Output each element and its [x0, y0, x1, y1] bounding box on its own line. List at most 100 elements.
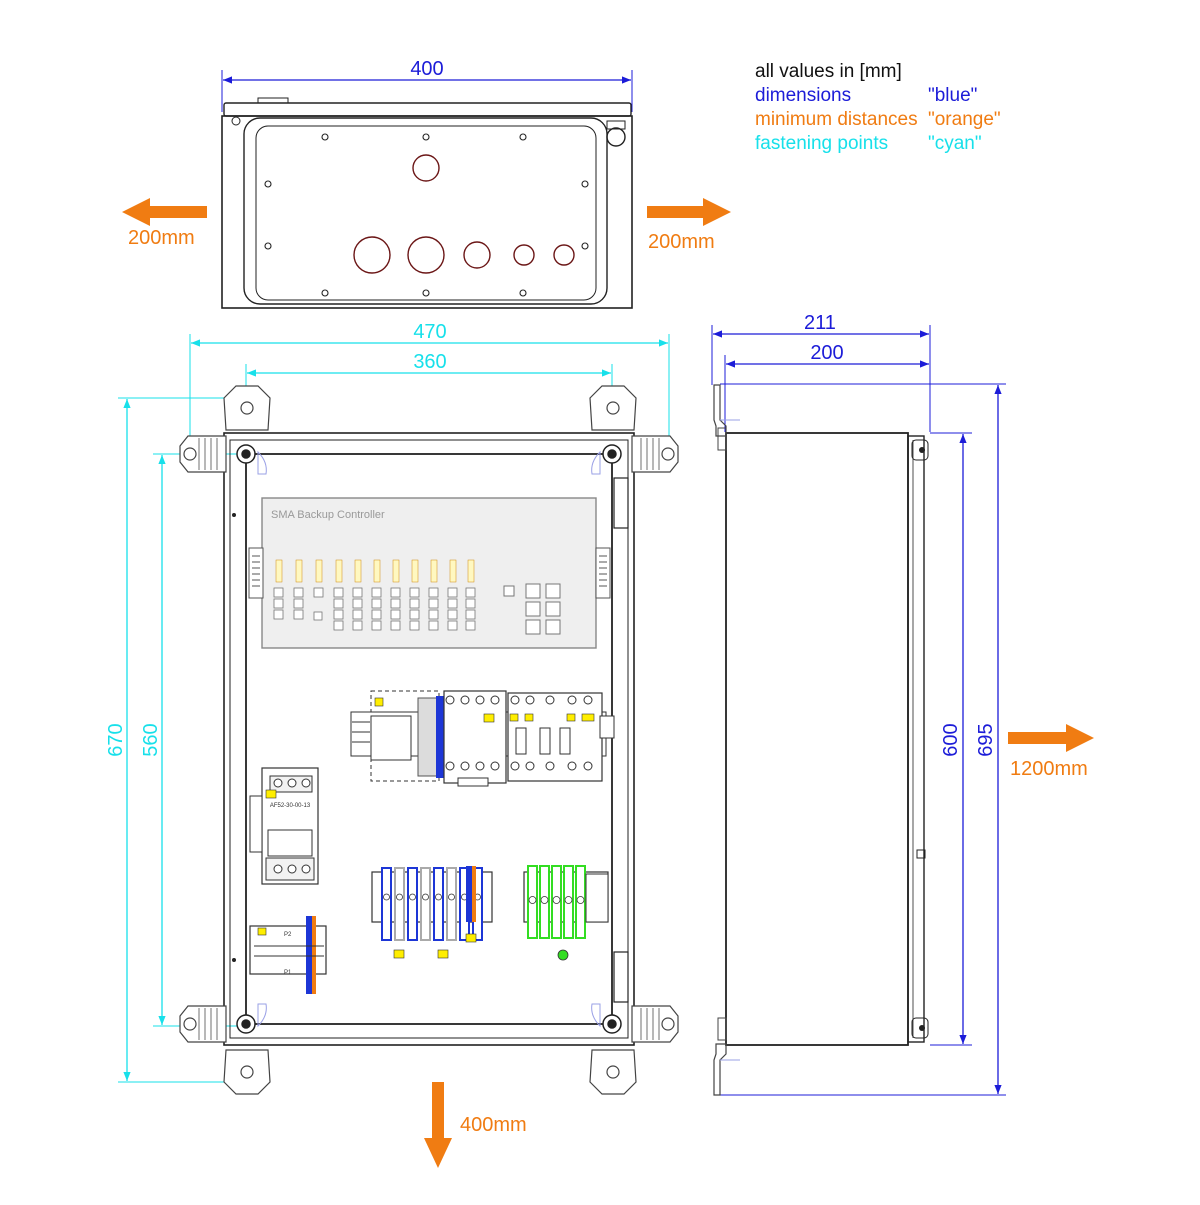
controller-terminal-slot — [465, 620, 476, 631]
legend-title: all values in [mm] — [755, 61, 902, 82]
controller-terminal-slot — [371, 620, 382, 631]
terminal-block — [407, 867, 418, 941]
mounting-bracket-bottom-left — [179, 1005, 271, 1095]
din-screw-top — [545, 695, 555, 705]
front-width-fastening-label: 360 — [413, 351, 446, 373]
din-screw-bottom — [525, 761, 535, 771]
controller-terminal-slot — [273, 609, 284, 620]
terminal-strip-green — [523, 865, 609, 961]
controller-terminal-slot — [273, 598, 284, 609]
green-terminal-blocks — [527, 865, 609, 939]
corner-fastening-holes — [236, 444, 622, 1034]
controller-terminal-slot — [447, 587, 458, 598]
din-screw-top — [567, 695, 577, 705]
terminal-block — [420, 867, 431, 941]
controller-terminal-blocks — [273, 559, 476, 631]
breaker-toggle — [559, 727, 571, 755]
mounting-plate — [245, 453, 613, 1025]
controller-terminal-tag — [392, 559, 400, 583]
top-width-label: 400 — [410, 58, 443, 80]
din-screw-top — [510, 695, 520, 705]
controller-terminal-slot — [428, 598, 439, 609]
controller-terminal-slot — [465, 609, 476, 620]
green-terminal-screw — [564, 896, 573, 904]
terminal-strip-blocks — [381, 866, 483, 941]
controller-terminal-tag — [430, 559, 438, 583]
green-terminal-screw — [528, 896, 537, 904]
front-view: SMA Backup Controller — [179, 385, 679, 1095]
din-screw-bottom — [583, 761, 593, 771]
terminal-screw — [396, 893, 403, 901]
controller-terminal-slot — [465, 587, 476, 598]
controller-terminal-slot — [390, 598, 401, 609]
terminal-screw — [435, 893, 442, 901]
front-width-outer-label: 470 — [413, 321, 446, 343]
controller-terminal-slot — [428, 587, 439, 598]
controller-terminal-tag — [335, 559, 343, 583]
mounting-bracket-bottom-right — [589, 1005, 679, 1095]
controller-terminal-slot — [409, 609, 420, 620]
legend-dimensions-label: dimensions — [755, 85, 852, 106]
terminal-block — [446, 867, 457, 941]
din-screw-top — [445, 695, 455, 705]
terminal-block — [381, 867, 392, 941]
controller-terminal-tag — [275, 559, 283, 583]
controller-terminal-slot — [465, 598, 476, 609]
controller-terminal-slot — [333, 620, 344, 631]
din-screw-bottom — [567, 761, 577, 771]
controller-terminal-slot — [352, 609, 363, 620]
controller-terminal-tag — [315, 559, 323, 583]
din-screw-bottom — [510, 761, 520, 771]
side-door — [907, 435, 925, 1043]
din-screw-top — [460, 695, 470, 705]
din-screw-top — [525, 695, 535, 705]
side-height-total-label: 695 — [975, 723, 997, 756]
legend-min-distances-value: "orange" — [928, 109, 1001, 130]
controller-terminal-slot — [409, 587, 420, 598]
top-screw-points — [264, 133, 589, 297]
din-screw-top — [475, 695, 485, 705]
din-screw-bottom — [445, 761, 455, 771]
cable-entry-holes — [353, 154, 575, 274]
terminal-screw — [448, 893, 455, 901]
legend-min-distances-label: minimum distances — [755, 109, 918, 130]
controller-terminal-slot — [428, 620, 439, 631]
controller-terminal-slot — [447, 620, 458, 631]
front-height-dimensions — [118, 397, 240, 1083]
controller-terminal-tag — [449, 559, 457, 583]
terminal-end-plate — [472, 866, 476, 922]
side-height-body-label: 600 — [940, 723, 962, 756]
controller-terminal-slot — [390, 609, 401, 620]
side-view — [711, 325, 1006, 1096]
controller-terminal-slot — [409, 620, 420, 631]
controller-terminal-slot — [390, 620, 401, 631]
controller-terminal-tag — [354, 559, 362, 583]
green-terminal-screw — [540, 896, 549, 904]
terminal-block-p1-p2: P2 P1 — [249, 916, 327, 994]
controller-terminal-slot — [313, 587, 324, 598]
min-distance-right-label: 200mm — [648, 231, 715, 253]
side-depth-body-label: 200 — [810, 342, 843, 364]
contactor: AF52-30-00-13 — [249, 767, 319, 885]
controller-terminal-slot — [409, 598, 420, 609]
contactor-label: AF52-30-00-13 — [270, 803, 311, 809]
terminal-label-p1: P1 — [284, 970, 292, 976]
terminal-screw — [422, 893, 429, 901]
front-height-fastening-label: 560 — [140, 723, 162, 756]
controller-label: SMA Backup Controller — [271, 509, 385, 521]
terminal-end-plate — [466, 866, 472, 922]
green-terminal-screw — [552, 896, 561, 904]
din-screw-bottom — [490, 761, 500, 771]
controller-terminal-tag — [467, 559, 475, 583]
top-view: 400 — [221, 58, 633, 309]
controller-terminal-slot — [447, 598, 458, 609]
min-distance-bottom-arrow — [424, 1082, 452, 1168]
controller-terminal-tag — [373, 559, 381, 583]
terminal-label-p2: P2 — [284, 932, 292, 938]
side-enclosure-body — [725, 432, 909, 1046]
front-height-outer-label: 670 — [105, 723, 127, 756]
breaker-toggle — [539, 727, 551, 755]
breaker-toggle — [515, 727, 527, 755]
controller-terminal-slot — [293, 609, 304, 620]
